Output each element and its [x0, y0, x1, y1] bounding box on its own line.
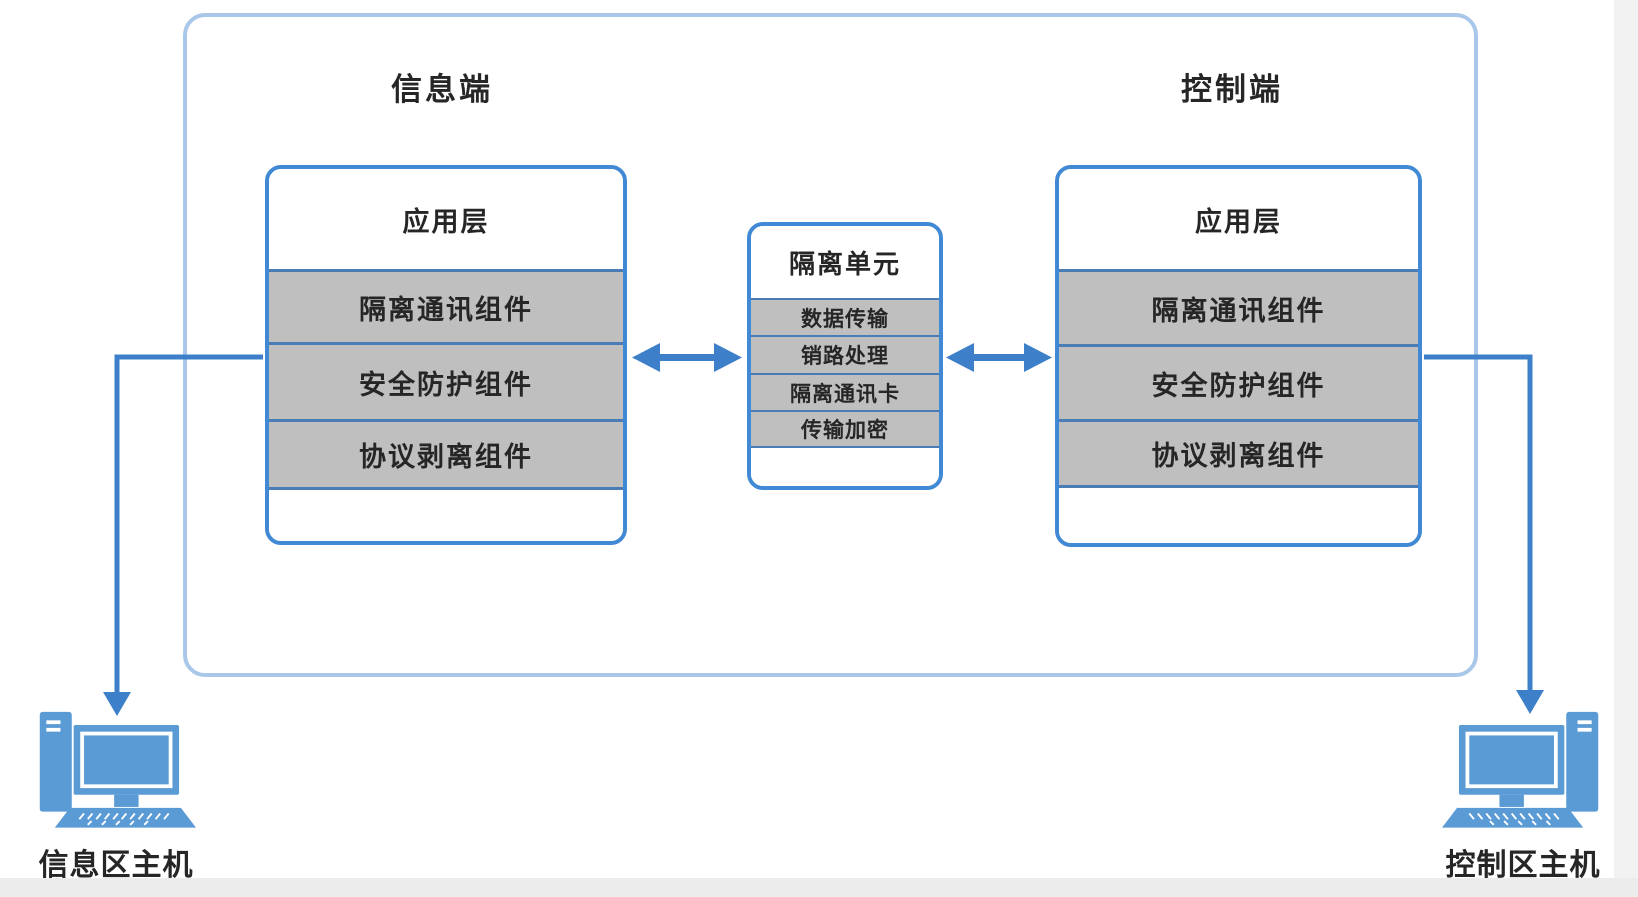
stack-row: 安全防护组件: [269, 342, 623, 419]
stack-row: 销路处理: [751, 335, 939, 373]
desktop-computer-icon: [39, 711, 196, 828]
stack-filler: [751, 446, 939, 486]
isolation-unit-stack: 隔离单元 数据传输 销路处理 隔离通讯卡 传输加密: [747, 222, 943, 490]
info-host-label: 信息区主机: [38, 849, 194, 882]
keyboard-keys: [78, 812, 170, 826]
control-side-label: 控制端: [1181, 72, 1283, 107]
stack-row: 协议剥离组件: [269, 419, 623, 487]
stack-title: 应用层: [269, 169, 623, 269]
info-side-application-stack: 应用层 隔离通讯组件 安全防护组件 协议剥离组件: [265, 165, 627, 545]
stack-filler: [1059, 485, 1418, 543]
control-side-application-stack: 应用层 隔离通讯组件 安全防护组件 协议剥离组件: [1055, 165, 1422, 547]
stack-row: 隔离通讯组件: [269, 269, 623, 342]
gateway-boundary-frame: [183, 13, 1478, 677]
stack-row: 隔离通讯卡: [751, 373, 939, 410]
bottom-edge-strip: [0, 878, 1638, 897]
stack-row: 数据传输: [751, 298, 939, 335]
right-edge-strip: [1614, 0, 1638, 878]
stack-row: 安全防护组件: [1059, 344, 1418, 419]
stack-filler: [269, 487, 623, 541]
control-host-label: 控制区主机: [1445, 849, 1601, 882]
desktop-computer-icon: [1442, 711, 1599, 828]
stack-row: 隔离通讯组件: [1059, 269, 1418, 344]
stack-title: 隔离单元: [751, 226, 939, 298]
keyboard-keys: [1468, 812, 1560, 826]
info-side-label: 信息端: [391, 72, 493, 107]
stack-title: 应用层: [1059, 169, 1418, 269]
stack-row: 协议剥离组件: [1059, 419, 1418, 485]
stack-row: 传输加密: [751, 410, 939, 446]
